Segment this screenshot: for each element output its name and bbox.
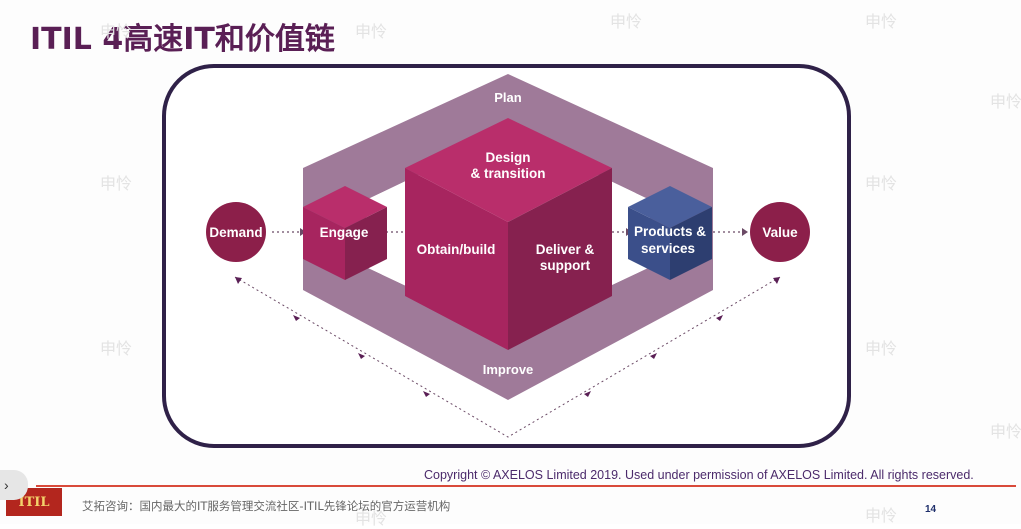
value-chain-diagram: Demand Value Plan Improve Engage Design …: [162, 64, 851, 448]
watermark: 申怜: [355, 22, 388, 41]
improve-label: Improve: [483, 362, 534, 377]
design-label-line2: & transition: [470, 166, 545, 181]
logo-text: ITIL: [19, 495, 50, 510]
products-cube-right: [670, 207, 712, 280]
arrowhead: [742, 228, 748, 236]
engage-cube-left: [303, 207, 345, 280]
watermark: 申怜: [990, 422, 1021, 441]
arrowhead: [773, 277, 780, 284]
watermark: 申怜: [865, 174, 898, 193]
watermark: 申怜: [865, 339, 898, 358]
demand-label: Demand: [209, 225, 262, 240]
arrowhead: [716, 315, 723, 321]
arrowhead: [423, 391, 430, 397]
watermark: 申怜: [990, 92, 1021, 111]
footer-divider: [36, 485, 1016, 487]
obtain-build-label: Obtain/build: [417, 242, 496, 257]
value-chain-band: [303, 74, 713, 400]
arrowhead: [235, 277, 242, 284]
arrowhead: [358, 353, 365, 359]
watermark: 申怜: [865, 506, 898, 525]
footer-text: 艾拓咨询：国内最大的IT服务管理交流社区-ITIL先锋论坛的官方运营机构: [82, 499, 451, 513]
watermark: 申怜: [610, 12, 643, 31]
plan-label: Plan: [494, 90, 522, 105]
design-transition-face: [405, 118, 612, 222]
watermark: 申怜: [865, 12, 898, 31]
copyright-notice: Copyright © AXELOS Limited 2019. Used un…: [424, 468, 974, 482]
page-number: 14: [925, 504, 937, 515]
watermark: 申怜: [100, 339, 133, 358]
arrowhead: [584, 391, 591, 397]
deliver-label-line2: support: [540, 258, 591, 273]
engage-cube-right: [345, 207, 387, 280]
watermark: 申怜: [100, 174, 133, 193]
products-label-line2: services: [641, 241, 695, 256]
watermark: 申怜: [355, 509, 388, 528]
value-label: Value: [762, 225, 798, 240]
arrowhead: [293, 315, 300, 321]
products-label-line1: Products &: [634, 224, 706, 239]
value-node: [750, 202, 810, 262]
demand-node: [206, 202, 266, 262]
deliver-label-line1: Deliver &: [536, 242, 595, 257]
arrowhead: [650, 353, 657, 359]
slide-title: ITIL 4高速IT和价值链: [30, 22, 335, 57]
products-cube-left: [628, 207, 670, 280]
collapse-chevron-icon[interactable]: ›: [0, 470, 28, 500]
obtain-build-face: [405, 168, 508, 350]
design-label-line1: Design: [485, 150, 530, 165]
feedback-loop-line: [234, 276, 781, 438]
deliver-support-face: [508, 168, 612, 350]
watermark: 申怜: [100, 22, 133, 41]
engage-label: Engage: [320, 225, 369, 240]
